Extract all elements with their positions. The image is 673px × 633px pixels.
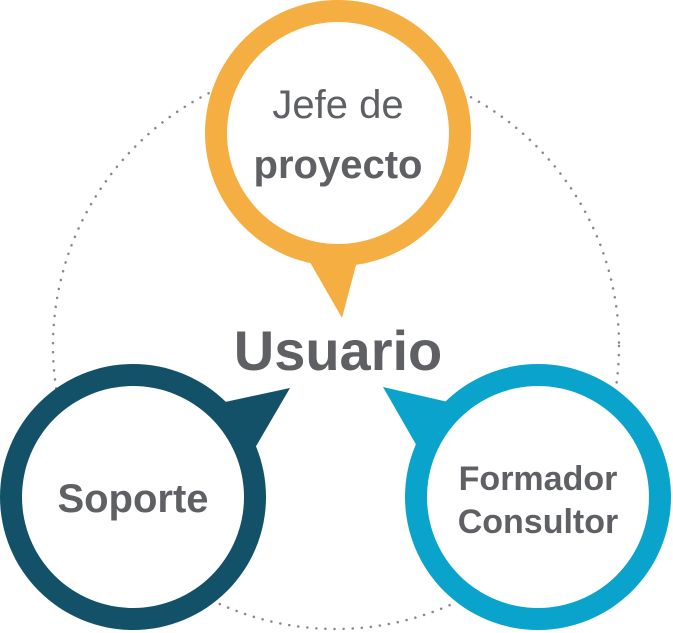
role-label-top-line2: proyecto <box>254 143 423 187</box>
role-label-top-line1: Jefe de <box>272 83 403 127</box>
role-label-right-line2: Consultor <box>458 503 619 541</box>
bubble-inner-top <box>227 22 449 244</box>
bubble-inner-right <box>427 386 649 608</box>
role-label-right-line1: Formador <box>459 460 618 498</box>
role-bubble-formador-consultor: Formador Consultor <box>383 364 671 630</box>
dotted-orbit-ring <box>51 61 621 631</box>
center-label-usuario: Usuario <box>234 319 443 382</box>
bubble-pointer-left <box>225 388 290 448</box>
bubble-pointer-right <box>383 387 448 448</box>
role-bubble-jefe-de-proyecto: Jefe de proyecto <box>205 0 471 318</box>
role-bubble-soporte: Soporte <box>0 364 290 630</box>
bubble-pointer-top <box>303 250 360 318</box>
bubble-inner-left <box>22 386 244 608</box>
role-label-left: Soporte <box>57 477 208 521</box>
